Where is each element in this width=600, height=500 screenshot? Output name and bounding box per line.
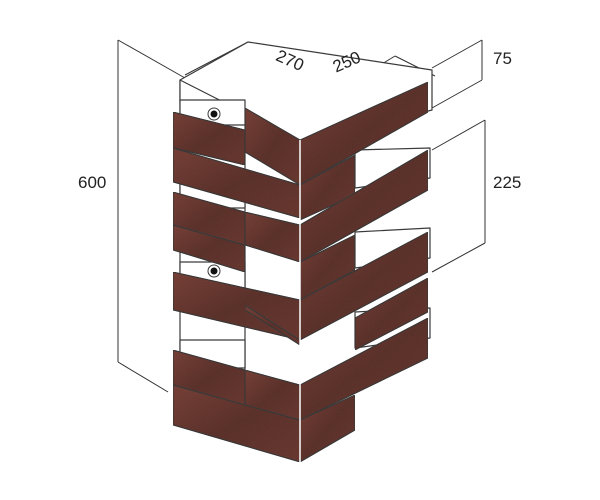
brick-left-2b (244, 211, 301, 263)
screw-hole-icon (207, 107, 221, 121)
brick-right-3b (354, 277, 429, 351)
screw-hole-icon (207, 264, 221, 278)
brick-left-1a (172, 111, 246, 166)
dim-label-height: 600 (78, 173, 106, 192)
brick-left-2c (172, 224, 246, 273)
brick-rows (172, 81, 429, 463)
dim-label-right-mid: 225 (493, 173, 521, 192)
dim-label-top-right: 75 (493, 49, 512, 68)
